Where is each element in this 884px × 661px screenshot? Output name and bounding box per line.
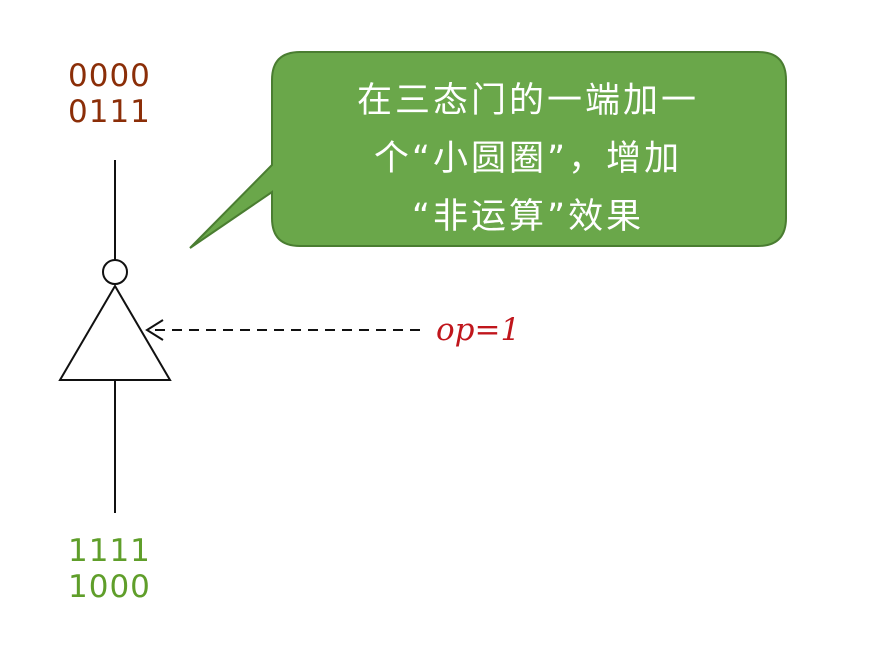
output-bits-line: 0000: [68, 58, 151, 94]
control-signal-label: op=1: [436, 312, 521, 348]
callout-bubble: [189, 51, 787, 249]
output-bits-line: 0111: [68, 94, 151, 130]
input-bits: 1111 1000: [68, 533, 151, 605]
control-arrowhead: [145, 319, 164, 341]
callout-text: 在三态门的一端加一 个“小圆圈”，增加 “非运算”效果: [288, 72, 768, 246]
callout-line: “非运算”效果: [411, 197, 645, 237]
input-bits-line: 1111: [68, 533, 151, 569]
inversion-bubble: [102, 259, 128, 285]
output-bits: 0000 0111: [68, 58, 151, 130]
input-bits-line: 1000: [68, 569, 151, 605]
callout-line: 个“小圆圈”，增加: [373, 139, 683, 179]
callout-line: 在三态门的一端加一: [356, 81, 699, 121]
